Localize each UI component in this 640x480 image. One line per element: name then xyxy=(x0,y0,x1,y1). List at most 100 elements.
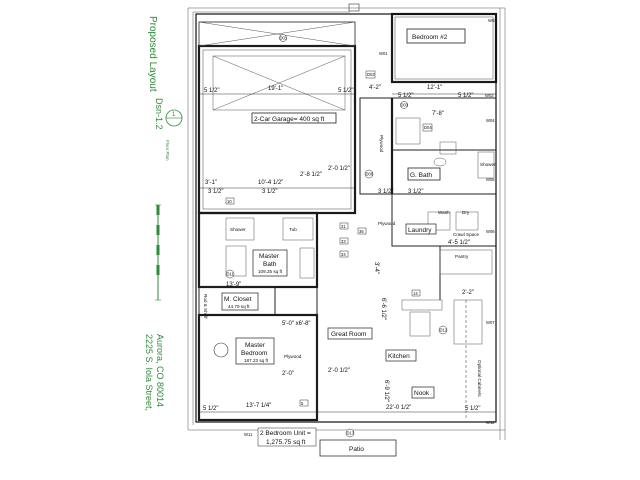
g-bath-label: G. Bath xyxy=(410,172,432,179)
crawl-space-label: Crawl Space xyxy=(453,232,479,237)
dim-5-1-2-a: 5 1/2" xyxy=(204,88,219,94)
dim-3-4: 3'-4" xyxy=(373,262,379,274)
dim-garage-width: 19'-1" xyxy=(268,86,283,92)
sheet-frame xyxy=(187,3,506,440)
dim-13-7: 13'-7 1/4" xyxy=(246,403,271,409)
floor-plan-label: Floor Plan xyxy=(165,140,170,161)
tag-w06: W06 xyxy=(486,229,495,234)
dim-6-6: 6'-6 1/2" xyxy=(380,298,386,320)
dim-3-1-2-d: 3 1/2" xyxy=(408,189,423,195)
tag-w03: W03 xyxy=(488,18,497,23)
dim-13-9: 13'-9" xyxy=(226,282,241,288)
tag-10: 10 xyxy=(227,199,232,204)
unit-and-patio: 2 Bedroom Unit = 1,275.75 sq ft D13 Pati… xyxy=(257,427,397,457)
laundry-label: Laundry xyxy=(408,227,432,234)
master-tub-label: Tub xyxy=(289,227,297,232)
master-closet: Rod & Shelf M. Closet 44.79 sq ft 13'-9"… xyxy=(198,269,311,327)
building-perimeter xyxy=(195,13,497,423)
dim-2-2: 2'-2" xyxy=(462,290,474,296)
dim-22-0: 22'-0 1/2" xyxy=(386,405,411,411)
nook-label: Nook xyxy=(414,390,430,397)
guest-bath: Shower G. Bath D06 Plywood W05 xyxy=(359,97,497,195)
dim-5-0: 5'-0" x6'-8" xyxy=(282,321,311,327)
master-bedroom: Master Bedroom 187.23 sq ft Plywood 2'-0… xyxy=(197,313,319,437)
dim-2-0b: 2'-0" xyxy=(282,371,294,377)
optional-cabinets-label: Optional Cabinets xyxy=(477,360,482,397)
tag-d03: D03 xyxy=(401,103,409,108)
dim-7-8: 7'-8" xyxy=(432,111,444,117)
laundry-plywood-label: Plywood xyxy=(378,221,396,226)
tag-d02: D02 xyxy=(367,72,375,77)
scale-marker: 1 xyxy=(172,112,176,118)
tag-d06: D06 xyxy=(366,172,374,177)
tag-d13: D13 xyxy=(347,431,355,436)
address-line2: Aurora, CO 80014 xyxy=(155,334,165,407)
master-shower-label: Shower xyxy=(230,227,246,232)
tag-14: 14 xyxy=(413,291,418,296)
garage-label: 2-Car Garage= 400 sq ft xyxy=(254,116,324,123)
bedroom-2-label: Bedroom #2 xyxy=(412,34,448,41)
dim-3-1-2-b: 3 1/2" xyxy=(262,189,277,195)
dryer-label: Dry xyxy=(462,210,470,215)
great-room-area: Great Room 2'-0 1/2" Kitchen Nook 6'-9 1… xyxy=(316,287,496,425)
kitchen-label: Kitchen xyxy=(388,353,410,360)
address-line1: 2225 S. Iola Street, xyxy=(144,334,154,411)
tag-33: 33 xyxy=(341,239,346,244)
tag-34: 34 xyxy=(341,252,346,257)
pantry: Pantry 2'-2" 14 3'-4" 6'-6 1/2" xyxy=(373,246,493,320)
pantry-label: Pantry xyxy=(455,254,469,259)
dim-10-4: 10'-4 1/2" xyxy=(258,180,283,186)
master-bath-label: Master xyxy=(259,253,280,260)
dim-5-1-2-b: 5 1/2" xyxy=(338,88,353,94)
tag-d12: D12 xyxy=(440,328,448,333)
dim-5-1-2-e: 5 1/2" xyxy=(203,406,218,412)
tag-w11: W11 xyxy=(244,432,253,437)
master-bath-area: 109.25 sq ft xyxy=(258,269,283,274)
dim-2-0c: 2'-0 1/2" xyxy=(328,368,350,374)
tag-d11: D11 xyxy=(227,272,235,277)
tag-36: 36 xyxy=(359,229,364,234)
patio-label: Patio xyxy=(349,446,364,453)
tag-w02: W02 xyxy=(485,93,494,98)
master-bath-label-2: Bath xyxy=(263,261,277,268)
garage: D01 19'-1" 2-Car Garage= 400 sq ft 5 1/2… xyxy=(197,21,357,215)
section-marker-icon xyxy=(213,342,229,358)
rod-shelf-label: Rod & Shelf xyxy=(203,294,208,319)
proposed-layout-title: Proposed Layout xyxy=(147,16,158,92)
dim-5-1-2-d: 5 1/2" xyxy=(458,93,473,99)
g-bath-shower-label: Shower xyxy=(480,162,496,167)
dim-5-1-2-f: 5 1/2" xyxy=(465,406,480,412)
m-closet-area: 44.79 sq ft xyxy=(228,304,250,309)
side-title-block: Proposed Layout Dsn-1.2 1 Floor Plan 222… xyxy=(144,16,183,411)
tag-d01: D01 xyxy=(280,36,288,41)
dim-6-9: 6'-9 1/2" xyxy=(383,380,389,402)
tag-d04: D04 xyxy=(424,125,432,130)
dim-3-1: 3'-1" xyxy=(205,180,217,186)
master-bath: Shower Tub Master Bath 109.25 sq ft xyxy=(197,211,319,289)
dim-3-1-2-c: 3 1/2" xyxy=(378,189,393,195)
dim-2-8: 2'-8 1/2" xyxy=(300,172,322,178)
bedroom-plywood-label: Plywood xyxy=(284,354,302,359)
tag-w05: W05 xyxy=(486,177,495,182)
dim-5-1-2-c: 5 1/2" xyxy=(398,93,413,99)
tag-w01: W01 xyxy=(379,51,388,56)
entry-tags: W01 D02 4'-2" 12'-1" 5 1/2" 5 1/2" W02 D… xyxy=(365,51,496,132)
dims-under-garage: 3'-1" 10'-4 1/2" 2'-8 1/2" 2'-0 1/2" 3 1… xyxy=(199,166,423,205)
tag-5: 5 xyxy=(301,401,304,406)
unit-area: 1,275.75 sq ft xyxy=(266,439,306,446)
tag-w04: W04 xyxy=(486,118,495,123)
dim-bed2-width: 12'-1" xyxy=(427,85,442,91)
hall-plywood-label: Plywood xyxy=(379,135,384,153)
washer-label: Wash xyxy=(438,210,450,215)
dim-3-1-2-a: 3 1/2" xyxy=(208,189,223,195)
unit-label: 2 Bedroom Unit = xyxy=(260,430,311,437)
laundry: Wash Dry Laundry Crawl Space 4'-5 1/2" P… xyxy=(339,193,497,258)
master-bedroom-label-2: Bedroom xyxy=(241,350,267,357)
dim-2-0: 2'-0 1/2" xyxy=(328,166,350,172)
dsn-title: Dsn-1.2 xyxy=(154,98,164,130)
dim-4-5: 4'-5 1/2" xyxy=(448,240,470,246)
tag-31: 31 xyxy=(341,224,346,229)
graphic-scale-bar xyxy=(155,204,161,301)
master-bedroom-area: 187.23 sq ft xyxy=(244,358,269,363)
